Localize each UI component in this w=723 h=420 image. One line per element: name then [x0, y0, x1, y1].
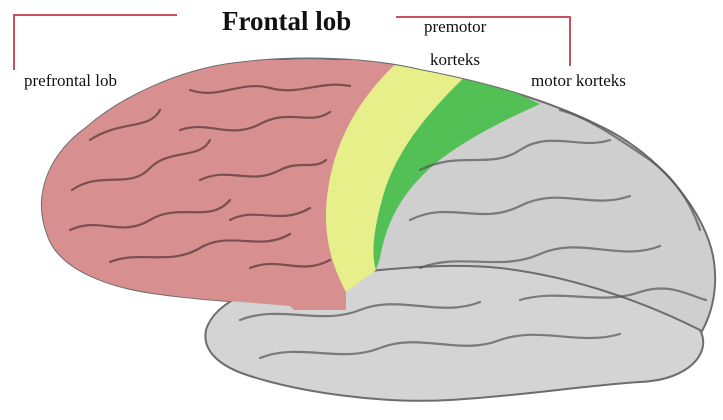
label-motor-korteks: motor korteks [531, 72, 626, 89]
frontal-bracket-left [14, 15, 177, 70]
label-premotor-line1: premotor [424, 18, 486, 35]
label-prefrontal-lob: prefrontal lob [24, 72, 117, 89]
label-premotor-line2: korteks [430, 51, 480, 68]
brain-shape [20, 59, 715, 401]
title-frontal-lob: Frontal lob [222, 8, 351, 35]
